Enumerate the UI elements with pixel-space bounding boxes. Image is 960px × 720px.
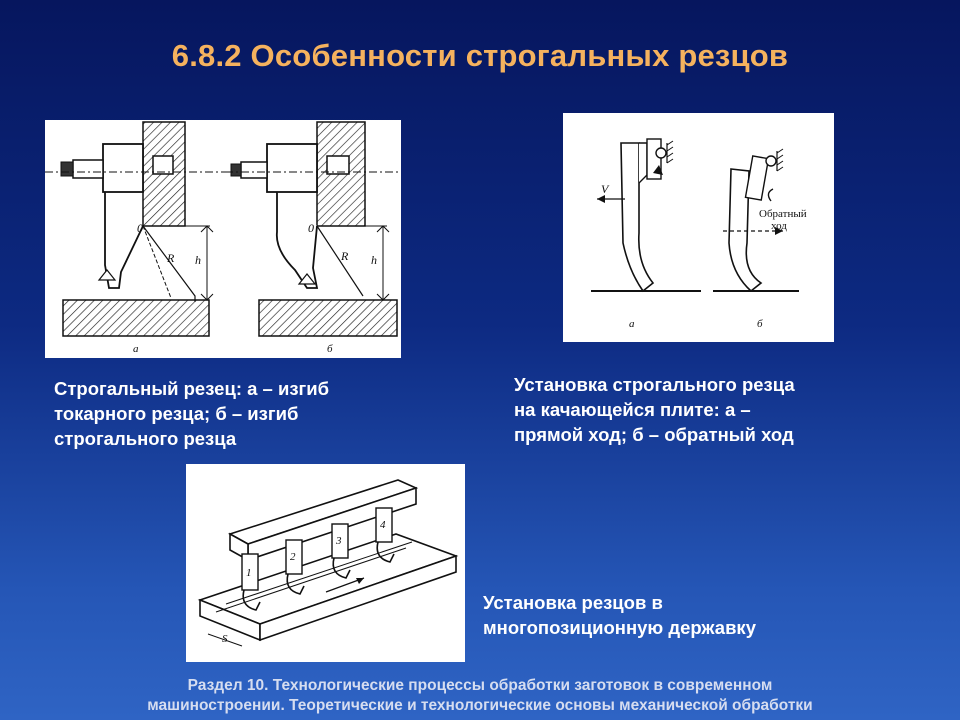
figure-tool-bending: 0 R h а 0 R h б xyxy=(45,120,401,358)
tool-bending-right: 0 R h б xyxy=(225,121,401,355)
label-r-left: R xyxy=(166,251,175,265)
label-b-right: б xyxy=(327,343,333,355)
slide-title: 6.8.2 Особенности строгальных резцов xyxy=(171,38,789,73)
label-v: V xyxy=(601,182,610,196)
label-cutter-1: 1 xyxy=(246,567,252,579)
label-o-right: 0 xyxy=(308,221,314,235)
figure-swinging-plate: V а Обратный ход б xyxy=(563,113,834,342)
label-cutter-2: 2 xyxy=(290,551,296,563)
label-a-left: а xyxy=(133,343,139,355)
label-h-right: h xyxy=(371,253,377,267)
cutter-1: 1 xyxy=(241,553,261,611)
figure-multi-holder: 1 2 3 4 S xyxy=(186,464,465,662)
label-a-plate: а xyxy=(629,318,635,330)
swinging-plate-drawing: V а Обратный ход б xyxy=(591,138,807,330)
cutter-2: 2 xyxy=(285,539,305,595)
footer-section-text: Раздел 10. Технологические процессы обра… xyxy=(147,677,813,714)
multi-holder-drawing: 1 2 3 4 S xyxy=(197,479,459,647)
tool-bending-drawing: 0 R h а 0 R h б xyxy=(45,121,401,355)
caption-tool-bending: Строгальный резец: а – изгиб токарного р… xyxy=(54,378,330,449)
caption-swinging-plate: Установка строгального резца на качающей… xyxy=(514,374,795,445)
label-b-plate: б xyxy=(757,318,763,330)
cutter-4: 4 xyxy=(375,507,395,563)
label-cutter-4: 4 xyxy=(380,519,386,531)
forward-stroke-view: V а xyxy=(591,138,701,330)
label-s: S xyxy=(222,633,228,645)
label-h-left: h xyxy=(195,253,201,267)
label-reverse-line1: Обратный xyxy=(759,208,807,220)
label-cutter-3: 3 xyxy=(335,535,342,547)
label-o-left: 0 xyxy=(137,221,143,235)
reverse-stroke-view: Обратный ход б xyxy=(713,148,807,330)
caption-multi-holder: Установка резцов в многопозиционную держ… xyxy=(483,592,756,638)
label-r-right: R xyxy=(340,249,349,263)
cutter-3: 3 xyxy=(331,523,351,579)
label-reverse-line2: ход xyxy=(771,220,787,232)
tool-bending-left: 0 R h а xyxy=(45,121,225,355)
